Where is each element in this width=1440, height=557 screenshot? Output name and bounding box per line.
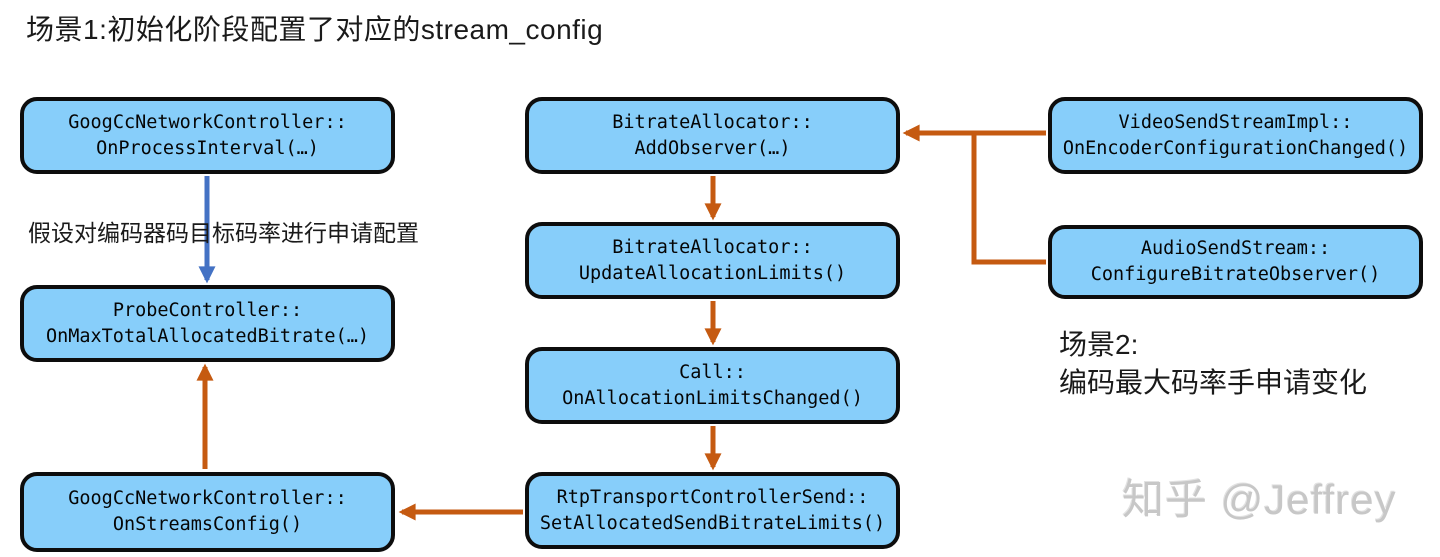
node-label: ProbeController:: — [112, 299, 303, 321]
annotation-scene2: 场景2: 编码最大码率手申请变化 — [1059, 326, 1367, 402]
scene2-line1: 场景2: — [1059, 329, 1139, 360]
edge-audiosendstream-join-connector — [971, 131, 1046, 265]
node-label: RtpTransportControllerSend:: — [556, 486, 869, 508]
node-googcc-onprocessinterval: GoogCcNetworkController::OnProcessInterv… — [20, 97, 395, 174]
node-label: UpdateAllocationLimits() — [578, 262, 847, 284]
page-title: 场景1:初始化阶段配置了对应的stream_config — [26, 14, 604, 45]
scene2-line2: 编码最大码率手申请变化 — [1059, 367, 1368, 398]
node-label: OnAllocationLimitsChanged() — [562, 387, 863, 409]
node-label: VideoSendStreamImpl:: — [1118, 111, 1353, 133]
node-probecontroller-onmaxtotalallocatedbitrate: ProbeController::OnMaxTotalAllocatedBitr… — [20, 285, 395, 362]
node-audiosendstream-configurebitrateobserver: AudioSendStream::ConfigureBitrateObserve… — [1048, 225, 1423, 299]
node-label: OnStreamsConfig() — [112, 514, 303, 535]
node-bitrateallocator-updateallocationlimits: BitrateAllocator::UpdateAllocationLimits… — [525, 222, 900, 299]
node-bitrateallocator-addobserver: BitrateAllocator::AddObserver(…) — [525, 97, 900, 174]
node-label: BitrateAllocator:: — [612, 111, 813, 133]
node-label: GoogCcNetworkController:: — [68, 488, 347, 509]
node-label: Call:: — [679, 361, 746, 383]
node-rtptransportcontrollersend-setallocatedsendbitratelimits: RtpTransportControllerSend::SetAllocated… — [525, 472, 900, 549]
node-label: OnMaxTotalAllocatedBitrate(…) — [45, 325, 369, 347]
annotation-left-note: 假设对编码器码目标码率进行申请配置 — [28, 220, 419, 246]
node-label: OnEncoderConfigurationChanged() — [1062, 137, 1409, 159]
node-label: AddObserver(…) — [634, 137, 791, 159]
node-call-onallocationlimitschanged: Call::OnAllocationLimitsChanged() — [525, 347, 900, 424]
watermark: 知乎 @Jeffrey — [1122, 476, 1397, 523]
node-label: SetAllocatedSendBitrateLimits() — [539, 512, 886, 534]
node-label: AudioSendStream:: — [1140, 238, 1331, 259]
node-googcc-onstreamsconfig: GoogCcNetworkController::OnStreamsConfig… — [20, 472, 395, 552]
node-videosendstreamimpl-onencoderconfigurationchanged: VideoSendStreamImpl::OnEncoderConfigurat… — [1048, 97, 1423, 174]
node-label: ConfigureBitrateObserver() — [1090, 264, 1381, 285]
node-label: BitrateAllocator:: — [612, 236, 813, 258]
node-label: OnProcessInterval(…) — [96, 137, 319, 159]
node-label: GoogCcNetworkController:: — [68, 111, 347, 133]
